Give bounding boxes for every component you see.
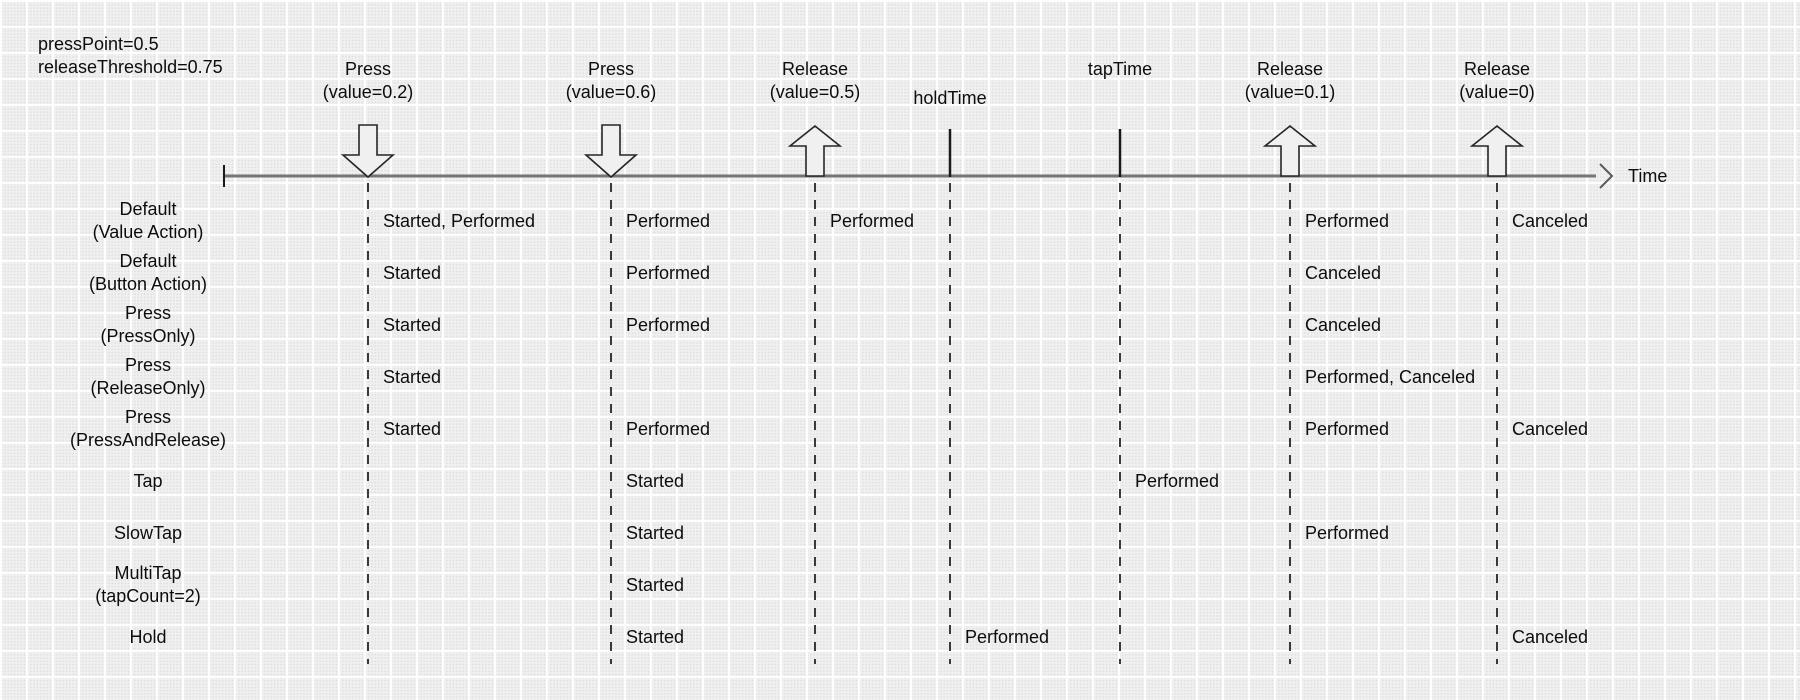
column-label-release-value-0-1: Release (value=0.1) <box>1180 58 1400 104</box>
column-label-line2: (value=0.5) <box>769 82 861 102</box>
event-callback-label: Performed, Canceled <box>1305 367 1476 387</box>
column-label-line2: (value=0) <box>1459 82 1535 102</box>
press-point-param: pressPoint=0.5 <box>38 34 159 54</box>
event-callback-label: Performed <box>1305 523 1390 543</box>
column-label-line2: (value=0.1) <box>1244 82 1336 102</box>
row-label-line2: (PressAndRelease) <box>69 430 227 450</box>
press-arrow-down-icon-press-value-0-2 <box>340 124 396 179</box>
row-label-line2: (ReleaseOnly) <box>90 378 206 398</box>
column-label-line1: Release <box>781 59 849 79</box>
column-label-line1: Press <box>587 59 634 79</box>
row-label-line1: MultiTap <box>114 563 182 583</box>
press-arrow-down-icon-press-value-0-6 <box>583 124 639 179</box>
interaction-parameters: pressPoint=0.5 releaseThreshold=0.75 <box>38 33 223 79</box>
event-callback-label: Started <box>626 523 685 543</box>
event-callback-label: Canceled <box>1305 263 1382 283</box>
event-callback-label: Performed <box>1135 471 1220 491</box>
row-label-line2: (tapCount=2) <box>95 586 201 606</box>
row-label-slow-tap: SlowTap <box>0 522 296 544</box>
event-callback-label: Performed <box>1305 211 1390 231</box>
column-label-line2: (value=0.2) <box>322 82 414 102</box>
event-callback-label: Performed <box>830 211 915 231</box>
row-label-press-release-only: Press (ReleaseOnly) <box>0 354 296 400</box>
row-label-line1: Default <box>119 251 177 271</box>
row-label-line1: Press <box>124 355 171 375</box>
row-label-line1: SlowTap <box>113 523 183 543</box>
release-arrow-up-icon-release-value-0 <box>1469 124 1525 177</box>
event-callback-label: Started, Performed <box>383 211 536 231</box>
column-label-line1: holdTime <box>913 88 987 108</box>
event-callback-label: Started <box>626 575 685 595</box>
row-label-line1: Default <box>119 199 177 219</box>
release-threshold-param: releaseThreshold=0.75 <box>38 57 223 77</box>
event-callback-label: Started <box>383 315 442 335</box>
event-callback-label: Canceled <box>1512 211 1589 231</box>
row-label-line1: Hold <box>129 627 167 647</box>
event-callback-label: Performed <box>626 263 711 283</box>
row-label-line1: Tap <box>133 471 163 491</box>
column-label-tap-time: tapTime <box>1010 58 1230 80</box>
row-label-press-press-only: Press (PressOnly) <box>0 302 296 348</box>
event-callback-label: Performed <box>626 315 711 335</box>
row-label-line1: Press <box>124 407 171 427</box>
row-label-multi-tap: MultiTap (tapCount=2) <box>0 562 296 608</box>
row-label-default-button-action: Default (Button Action) <box>0 250 296 296</box>
column-label-release-value-0: Release (value=0) <box>1387 58 1607 104</box>
event-callback-label: Performed <box>626 419 711 439</box>
release-arrow-up-icon-release-value-0-1 <box>1262 124 1318 177</box>
column-label-line1: tapTime <box>1087 59 1153 79</box>
row-label-line2: (PressOnly) <box>100 326 196 346</box>
event-callback-label: Performed <box>626 211 711 231</box>
row-label-hold: Hold <box>0 626 296 648</box>
event-callback-label: Performed <box>965 627 1050 647</box>
event-callback-label: Started <box>383 419 442 439</box>
column-label-line1: Press <box>344 59 391 79</box>
column-label-press-value-0-2: Press (value=0.2) <box>258 58 478 104</box>
row-label-default-value-action: Default (Value Action) <box>0 198 296 244</box>
time-axis-label: Time <box>1628 166 1668 186</box>
column-label-line1: Release <box>1256 59 1324 79</box>
column-label-hold-time: holdTime <box>840 87 1060 109</box>
event-callback-label: Canceled <box>1512 627 1589 647</box>
event-callback-label: Started <box>383 263 442 283</box>
column-label-line1: Release <box>1463 59 1531 79</box>
event-callback-label: Canceled <box>1512 419 1589 439</box>
event-callback-label: Canceled <box>1305 315 1382 335</box>
row-label-line1: Press <box>124 303 171 323</box>
time-axis-arrowhead-icon <box>1599 163 1614 189</box>
event-callback-label: Started <box>626 471 685 491</box>
column-label-press-value-0-6: Press (value=0.6) <box>501 58 721 104</box>
event-callback-label: Performed <box>1305 419 1390 439</box>
column-label-release-value-0-5: Release (value=0.5) <box>705 58 925 104</box>
event-callback-label: Started <box>383 367 442 387</box>
row-label-press-press-and-release: Press (PressAndRelease) <box>0 406 296 452</box>
row-label-line2: (Value Action) <box>92 222 204 242</box>
row-label-tap: Tap <box>0 470 296 492</box>
event-callback-label: Started <box>626 627 685 647</box>
row-label-line2: (Button Action) <box>88 274 208 294</box>
column-label-line2: (value=0.6) <box>565 82 657 102</box>
release-arrow-up-icon-release-value-0-5 <box>787 124 843 177</box>
